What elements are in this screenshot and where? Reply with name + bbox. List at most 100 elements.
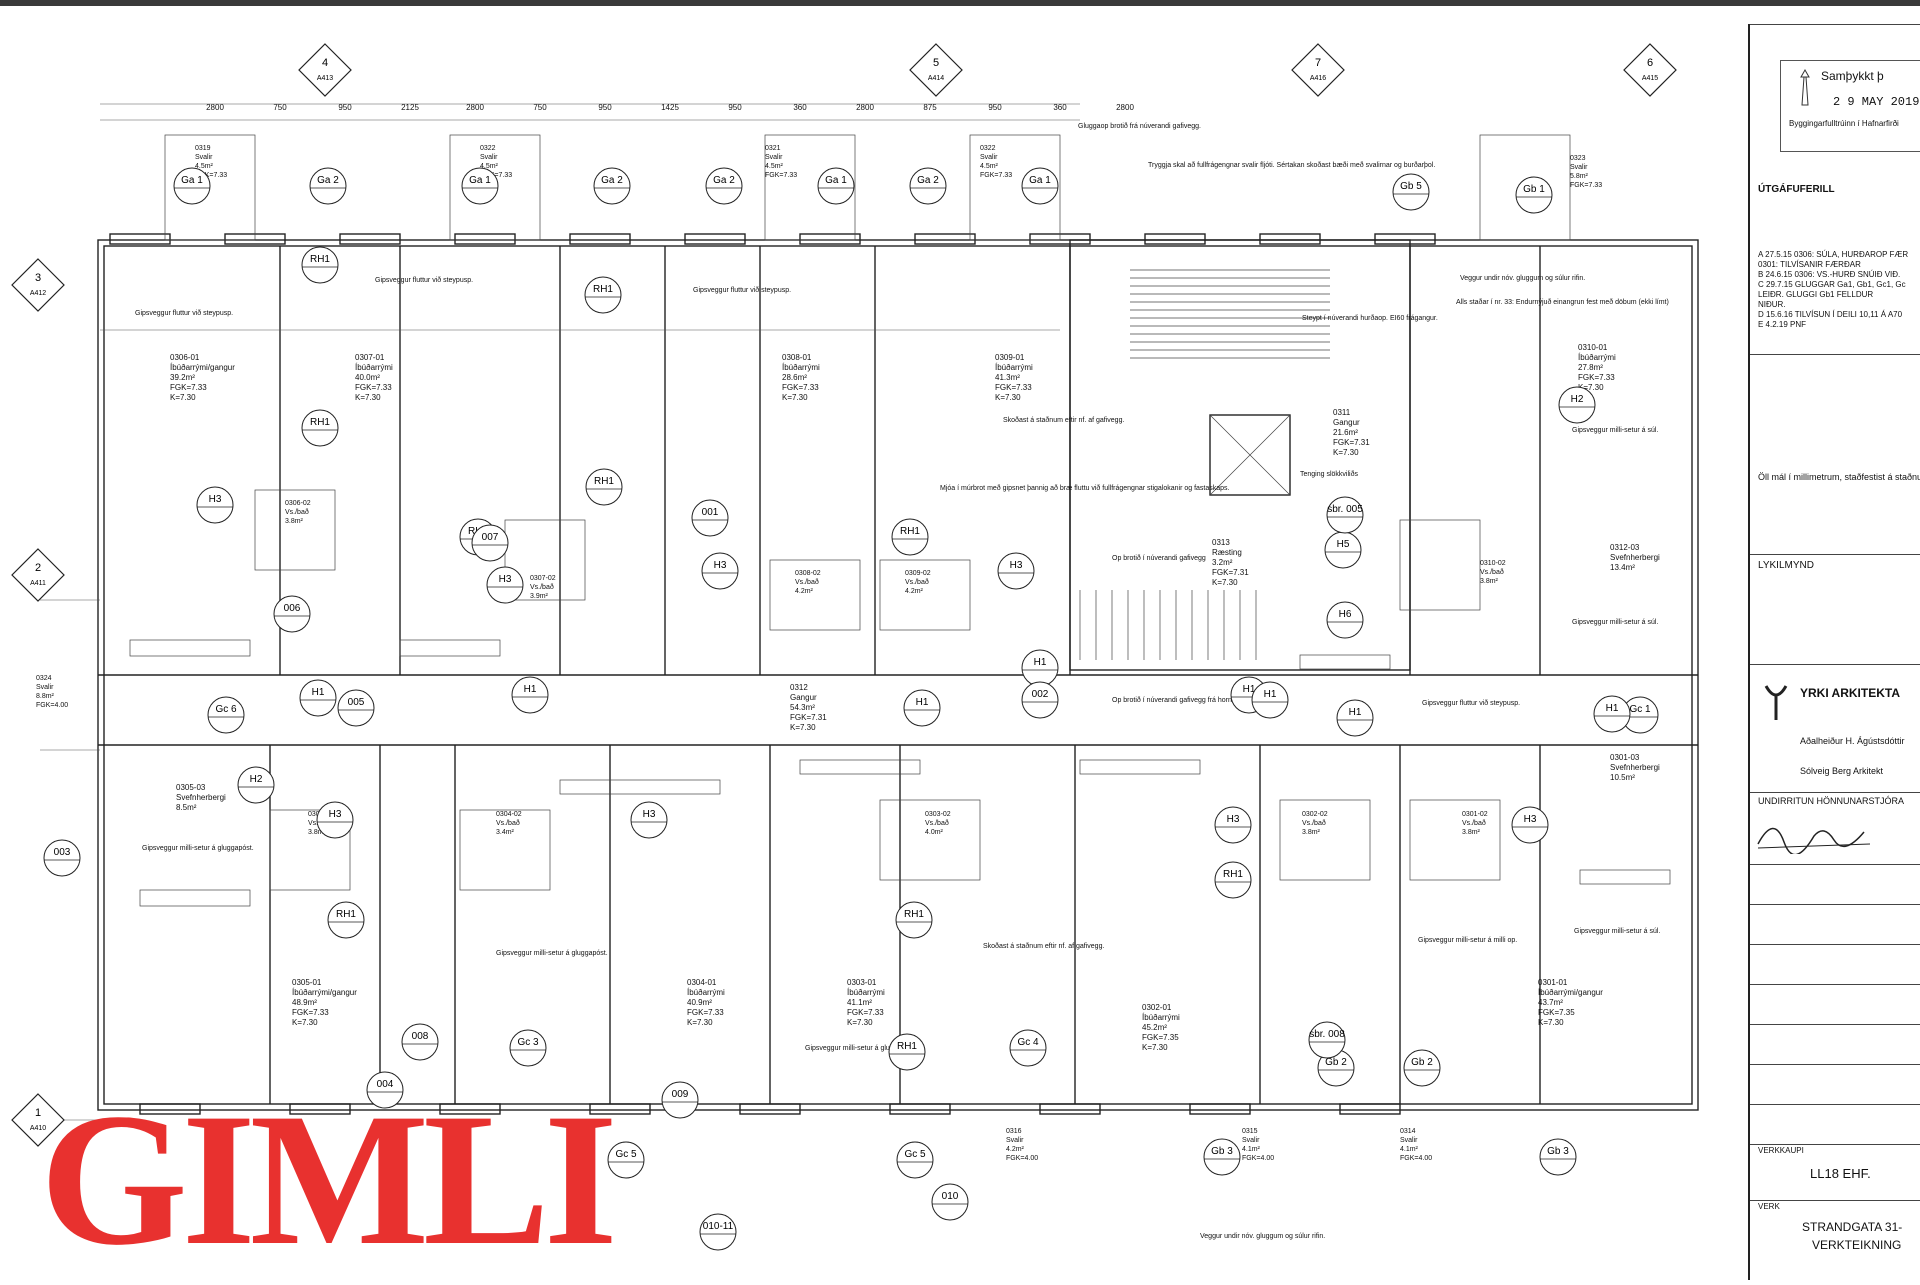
plan-note: Alls staðar í nr. 33: Endurnýjuð einangr… (1456, 298, 1669, 306)
tag-circle (1392, 173, 1430, 211)
tag-circle (1251, 681, 1289, 719)
kitchen-counter (559, 779, 721, 795)
tag-bubble: 005 (337, 689, 375, 727)
tag-text: 003 (54, 847, 71, 858)
tag-circle (1021, 681, 1059, 719)
room-fgk: FGK=7.31 (790, 713, 827, 722)
tag-bubble: Gc 5 (607, 1141, 645, 1179)
tag-circle (661, 1081, 699, 1119)
balcony-name: Svalir (1570, 164, 1588, 171)
tag-text: sbr. 008 (1309, 1029, 1345, 1040)
grid-marker-ref: A413 (317, 75, 333, 82)
tag-bubble: 001 (691, 499, 729, 537)
tag-circle (1009, 1029, 1047, 1067)
bathroom-box (254, 489, 336, 571)
balcony-fgk: FGK=4.00 (1242, 1155, 1274, 1162)
tag-text: 010 (942, 1191, 959, 1202)
tag-text: H3 (643, 809, 656, 820)
tag-circle (401, 1023, 439, 1061)
room-k: K=7.30 (170, 393, 196, 402)
room-area: 45.2m² (1142, 1023, 1167, 1032)
balcony-fgk: FGK=7.33 (765, 172, 797, 179)
tag-text: H3 (499, 574, 512, 585)
tag-text: H5 (1337, 539, 1350, 550)
room-fgk: FGK=7.33 (782, 383, 819, 392)
firm-name: YRKI ARKITEKTA (1800, 686, 1900, 700)
tag-bubble: RH1 (301, 246, 339, 284)
bath-id: 0302-02 (1302, 811, 1328, 818)
balcony-outline (164, 134, 256, 241)
room-name: Ræsting (1212, 548, 1242, 557)
bath-area: 3.8m² (1462, 829, 1481, 836)
room-id: 0306-01 (170, 353, 200, 362)
tag-bubble: Ga 1 (173, 167, 211, 205)
room-name: Íbúðarrými/gangur (292, 988, 357, 997)
tag-circle (593, 167, 631, 205)
room-id: 0307-01 (355, 353, 385, 362)
tag-text: 009 (672, 1089, 689, 1100)
tag-circle (486, 566, 524, 604)
signature (1754, 814, 1874, 856)
room-fgk: FGK=7.33 (687, 1008, 724, 1017)
room-k: K=7.30 (782, 393, 808, 402)
tag-circle (461, 167, 499, 205)
elevator-shaft (1209, 414, 1291, 496)
room-area: 8.5m² (176, 803, 197, 812)
balcony-id: 0321 (765, 145, 781, 152)
plan-note: Gipsveggur fluttur við steypusp. (375, 276, 473, 284)
tag-circle (301, 409, 339, 447)
tag-bubble: 009 (661, 1081, 699, 1119)
tag-bubble: Ga 2 (909, 167, 947, 205)
room-id: 0301-03 (1610, 753, 1640, 762)
bath-name: Vs./bað (1302, 819, 1326, 827)
balcony-area: 8.8m² (36, 693, 55, 700)
balcony-name: Svalir (1400, 1137, 1418, 1144)
tag-bubble: H1 (1593, 695, 1631, 733)
room-k: K=7.30 (1578, 383, 1604, 392)
balcony-area: 4.5m² (480, 163, 499, 170)
tag-bubble: H2 (1558, 386, 1596, 424)
room-area: 39.2m² (170, 373, 195, 382)
tag-bubble: H1 (299, 679, 337, 717)
window (589, 1103, 651, 1115)
grid-marker-diamond (1291, 43, 1345, 97)
tag-text: Ga 2 (317, 175, 339, 186)
tag-text: Gc 6 (215, 704, 237, 715)
tag-bubble: Ga 2 (309, 167, 347, 205)
plan-note: Gipsveggur milli-setur á gluggapóst. (496, 950, 608, 957)
balcony-id: 0314 (1400, 1128, 1416, 1135)
tag-text: Gb 2 (1325, 1057, 1347, 1068)
tag-circle (895, 901, 933, 939)
tag-text: H1 (1264, 689, 1277, 700)
tag-circle (1539, 1138, 1577, 1176)
window (739, 1103, 801, 1115)
tag-bubble: Gc 3 (509, 1029, 547, 1067)
room-fgk: FGK=7.33 (1578, 373, 1615, 382)
bath-id: 0304-02 (496, 811, 522, 818)
tag-bubble: H2 (237, 766, 275, 804)
tag-text: Gc 5 (615, 1149, 637, 1160)
tag-bubble: H1 (1021, 649, 1059, 687)
tag-bubble: H1 (903, 689, 941, 727)
tag-circle (196, 486, 234, 524)
tag-bubble: Ga 1 (461, 167, 499, 205)
dimension-text: 750 (533, 103, 547, 112)
kitchen-counter (1299, 654, 1391, 670)
balcony-id: 0319 (195, 145, 211, 152)
window (439, 1103, 501, 1115)
plan-note: Gipsveggur fluttur við steypusp. (135, 309, 233, 317)
revisions-header: ÚTGÁFUFERILL (1758, 184, 1835, 195)
dimension-text: 875 (923, 103, 937, 112)
grid-marker-number: 7 (1315, 57, 1321, 69)
tag-circle (309, 167, 347, 205)
bath-area: 3.8m² (1480, 578, 1499, 585)
plan-note: Gipsveggur fluttur við steypusp. (1422, 699, 1520, 707)
tag-circle (471, 524, 509, 562)
grid-marker-number: 1 (35, 1107, 41, 1119)
room-k: K=7.30 (847, 1018, 873, 1027)
tag-text: RH1 (310, 417, 330, 428)
tag-text: H3 (1524, 814, 1537, 825)
tag-text: Gc 1 (1629, 704, 1651, 715)
room-area: 48.9m² (292, 998, 317, 1007)
tag-bubble: Gb 3 (1203, 1138, 1241, 1176)
